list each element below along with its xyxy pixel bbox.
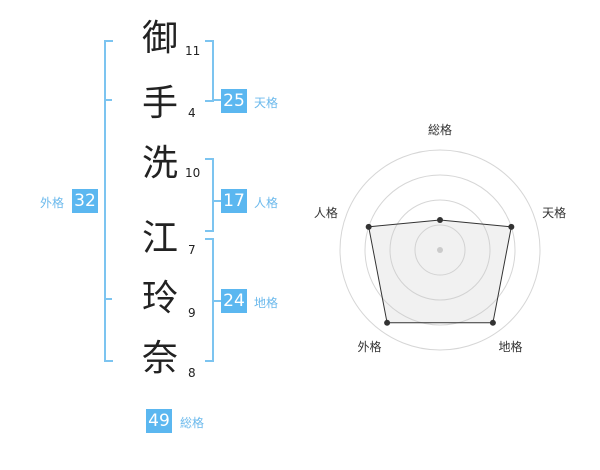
stroke-count-4: 7 — [188, 243, 196, 257]
gaikaku-bracket — [104, 40, 113, 362]
jinkaku-value-badge: 17 — [221, 189, 247, 213]
radar-grid-ring — [364, 174, 516, 326]
radar-point-1 — [437, 217, 443, 223]
name-char-3: 洗 — [141, 143, 178, 184]
chikaku-bracket-stem — [212, 300, 221, 302]
stroke-count-6: 8 — [188, 366, 196, 380]
gaikaku-bracket-tick — [106, 99, 112, 101]
radar-axis-label-2: 天格 — [542, 205, 566, 220]
tenkaku-value-badge: 25 — [221, 89, 247, 113]
tenkaku-bracket — [205, 40, 214, 102]
radar-point-2 — [508, 223, 515, 230]
gaikaku-value-badge: 32 — [72, 189, 98, 213]
chikaku-value-badge: 24 — [221, 289, 247, 313]
radar-point-3 — [489, 319, 496, 326]
radar-grid-ring — [414, 224, 466, 276]
radar-series-polygon — [368, 219, 512, 324]
gaikaku-bracket-tick — [106, 298, 112, 300]
radar-axis-label-3: 地格 — [499, 339, 523, 354]
name-char-5: 玲 — [141, 278, 178, 319]
stroke-count-1: 11 — [185, 44, 201, 58]
tenkaku-bracket-stem — [212, 99, 221, 101]
stroke-count-5: 9 — [188, 306, 196, 320]
stroke-count-3: 10 — [185, 166, 201, 180]
name-char-1: 御 — [141, 18, 178, 59]
chikaku-label: 地格 — [254, 296, 279, 310]
radar-grid-ring — [389, 199, 491, 301]
radar-grid-ring — [339, 149, 541, 351]
radar-point-5 — [365, 223, 372, 230]
jinkaku-bracket-stem — [212, 200, 221, 202]
soukaku-label: 総格 — [180, 416, 205, 430]
name-char-6: 奈 — [141, 338, 178, 379]
jinkaku-label: 人格 — [254, 196, 279, 210]
tenkaku-label: 天格 — [254, 96, 279, 110]
radar-axis-label-4: 外格 — [357, 339, 381, 354]
name-char-4: 江 — [141, 218, 178, 259]
radar-axis-label-1: 総格 — [428, 122, 452, 137]
stroke-count-2: 4 — [188, 106, 196, 120]
name-char-2: 手 — [141, 83, 178, 124]
radar-axis-label-5: 人格 — [314, 205, 338, 220]
gaikaku-label: 外格 — [40, 196, 65, 210]
radar-center-dot — [437, 247, 443, 253]
radar-point-4 — [384, 319, 391, 326]
jinkaku-bracket — [205, 158, 214, 232]
soukaku-value-badge: 49 — [146, 409, 172, 433]
